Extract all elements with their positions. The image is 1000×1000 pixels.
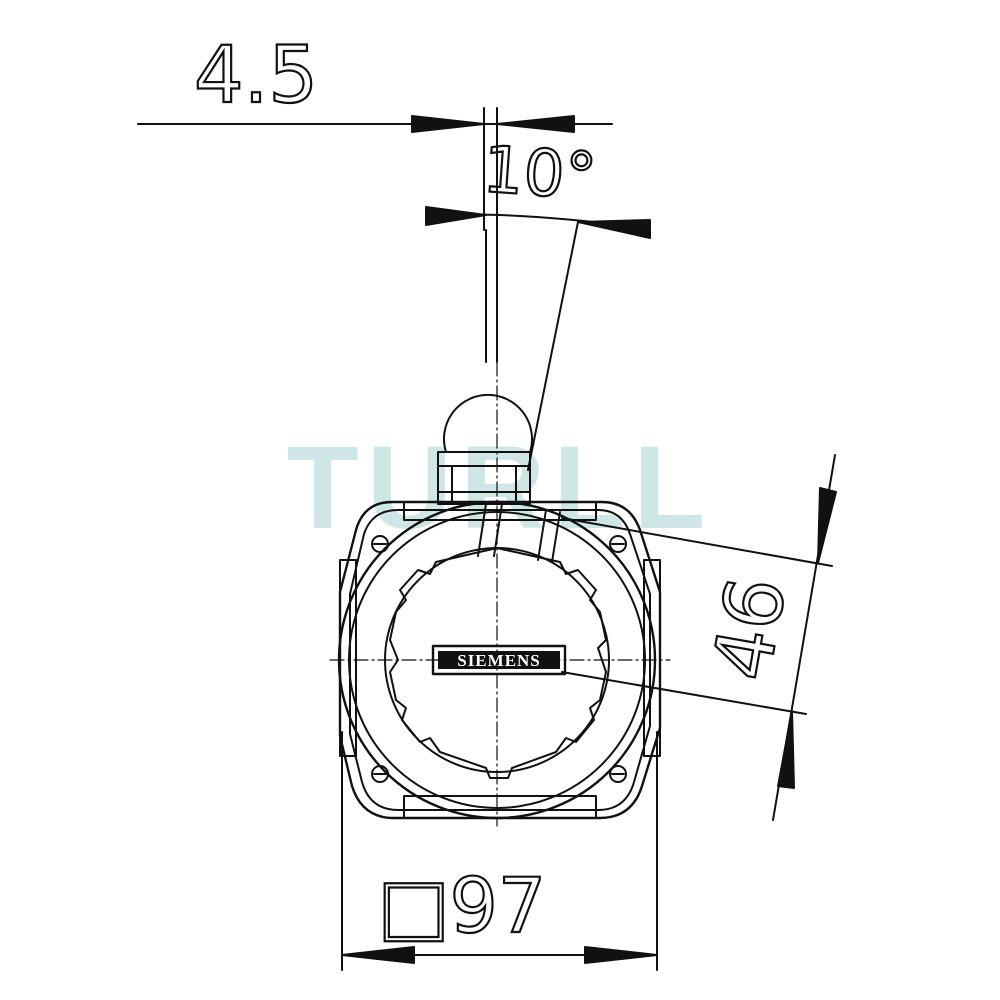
arrow-head bbox=[817, 487, 837, 564]
dimension-text-lever-offset: 4.5 bbox=[194, 31, 318, 121]
arrow-head bbox=[411, 115, 485, 133]
lever-mount bbox=[437, 451, 531, 505]
brand-label: SIEMENS bbox=[457, 651, 541, 670]
dimension-text-swing-angle: 10° bbox=[481, 133, 599, 215]
brand-plate bbox=[431, 644, 567, 676]
dimension-text-body-width: □97 bbox=[378, 861, 547, 950]
corner-screws bbox=[371, 535, 627, 783]
arrow-head bbox=[496, 115, 575, 133]
arrow-head bbox=[584, 946, 658, 964]
arrow-head bbox=[777, 710, 795, 789]
screw-icon bbox=[609, 535, 627, 553]
lever-arm-slots bbox=[477, 503, 561, 563]
lever-rod bbox=[485, 229, 498, 363]
dimension-lever-offset bbox=[137, 107, 613, 231]
arrow-head bbox=[425, 206, 487, 226]
dimension-swing-angle bbox=[425, 206, 651, 471]
arrow-head bbox=[341, 946, 415, 964]
dimension-lever-height bbox=[561, 454, 837, 821]
dimension-text-lever-height: 46 bbox=[695, 570, 804, 686]
dimension-body-width bbox=[341, 731, 658, 971]
screw-icon bbox=[609, 765, 627, 783]
arrow-head bbox=[577, 219, 651, 239]
